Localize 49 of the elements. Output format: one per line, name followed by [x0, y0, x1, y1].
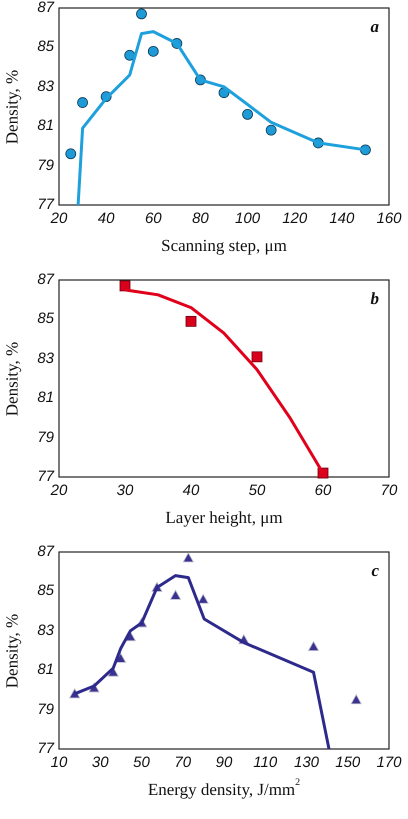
tick-label: 83	[37, 78, 54, 94]
tick-label: 77	[37, 197, 54, 212]
tick-label: 70	[174, 755, 192, 770]
tick-label: 50	[248, 483, 266, 498]
tick-label: 170	[376, 755, 402, 770]
tick-label: 120	[282, 211, 308, 226]
tick-label: 60	[144, 211, 162, 226]
tick-label: 85	[37, 583, 54, 598]
tick-label: 79	[37, 158, 54, 173]
tick-label: 90	[216, 755, 232, 770]
axis-title: Scanning step, μm	[161, 237, 287, 254]
tick-label: 100	[235, 211, 260, 226]
tick-label: 87	[37, 544, 54, 559]
tick-label: 70	[380, 483, 398, 498]
axis-title: Layer height, μm	[165, 509, 283, 526]
tick-label: 30	[116, 483, 134, 498]
tick-label: 85	[37, 39, 54, 54]
tick-label: 130	[294, 755, 320, 770]
tick-label: 20	[50, 483, 68, 498]
tick-label: 140	[329, 211, 354, 226]
tick-label: 81	[37, 662, 54, 678]
tick-label: 40	[182, 483, 200, 498]
tick-label: 150	[335, 755, 360, 770]
tick-label: 85	[37, 311, 54, 326]
panel-letter: b	[370, 290, 379, 307]
axis-title: Density, %	[4, 341, 20, 416]
tick-label: 40	[98, 211, 114, 226]
tick-label: 110	[253, 755, 278, 770]
tick-label: 79	[37, 430, 54, 445]
tick-label: 79	[37, 702, 54, 717]
tick-label: 83	[37, 350, 54, 366]
tick-label: 87	[37, 0, 54, 15]
tick-label: 81	[37, 390, 54, 406]
axis-title: Density, %	[4, 69, 20, 144]
tick-label: 81	[37, 118, 54, 134]
tick-label: 87	[37, 272, 54, 287]
tick-label: 80	[192, 211, 209, 226]
tick-label: 77	[37, 741, 54, 756]
tick-label: 83	[37, 622, 54, 638]
tick-label: 20	[50, 211, 68, 226]
tick-label: 50	[133, 755, 150, 770]
tick-label: 60	[314, 483, 332, 498]
panel-letter: c	[371, 562, 379, 579]
panel-letter: a	[370, 18, 379, 35]
tick-label: 77	[37, 469, 54, 484]
tick-label: 10	[50, 755, 68, 770]
tick-label: 30	[92, 755, 109, 770]
axis-title: Density, %	[4, 613, 20, 688]
tick-label: 160	[376, 211, 402, 226]
